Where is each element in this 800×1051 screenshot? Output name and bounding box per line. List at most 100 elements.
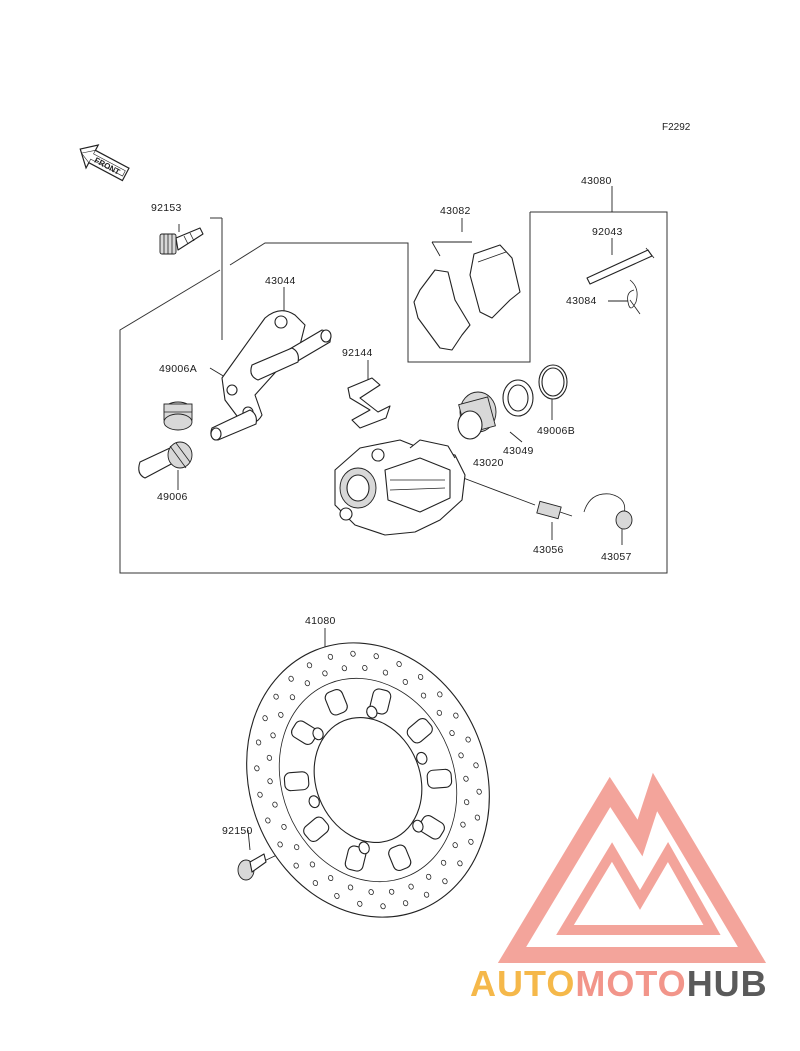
disc-drill-hole bbox=[468, 838, 474, 845]
disc-drill-hole bbox=[473, 762, 479, 769]
disc-drill-hole bbox=[327, 653, 334, 660]
disc-drill-hole bbox=[458, 752, 464, 759]
disc-drill-hole bbox=[254, 765, 260, 772]
bolt-92153 bbox=[159, 227, 204, 255]
disc-drill-hole bbox=[289, 694, 296, 701]
disc-drill-hole bbox=[322, 670, 328, 677]
disc-drill-hole bbox=[347, 884, 354, 891]
label-43082: 43082 bbox=[440, 205, 471, 217]
watermark-auto: AUTO bbox=[470, 963, 575, 1004]
disc-drill-hole bbox=[272, 801, 278, 808]
disc-drill-hole bbox=[380, 903, 386, 910]
disc-bolt-hole bbox=[312, 727, 324, 741]
disc-drill-hole bbox=[255, 739, 262, 746]
bolt-92150 bbox=[237, 853, 267, 881]
disc-cutout bbox=[418, 815, 445, 840]
disc-cutout bbox=[303, 816, 330, 842]
disc-bolt-hole bbox=[416, 751, 428, 765]
disc-drill-hole bbox=[417, 674, 424, 680]
label-43057: 43057 bbox=[601, 551, 632, 563]
disc-cutout bbox=[426, 768, 453, 789]
pin-92043 bbox=[586, 247, 655, 285]
clip-43084 bbox=[627, 279, 641, 315]
label-43080: 43080 bbox=[581, 175, 612, 187]
disc-drill-hole bbox=[273, 693, 279, 700]
label-92150: 92150 bbox=[222, 825, 253, 837]
disc-drill-hole bbox=[442, 878, 448, 885]
label-43020: 43020 bbox=[473, 457, 504, 469]
label-49006: 49006 bbox=[157, 491, 188, 503]
disc-drill-hole bbox=[465, 736, 471, 743]
disc-drill-hole bbox=[334, 893, 340, 899]
cap-43057 bbox=[583, 493, 633, 530]
label-92043: 92043 bbox=[592, 226, 623, 238]
disc-drill-hole bbox=[265, 817, 271, 824]
disc-drill-hole bbox=[402, 900, 409, 907]
disc-holes bbox=[254, 650, 482, 910]
disc-drill-hole bbox=[309, 861, 316, 868]
watermark-wordmark: AUTOMOTOHUB bbox=[470, 963, 768, 1004]
label-41080: 41080 bbox=[305, 615, 336, 627]
disc-drill-hole bbox=[408, 883, 414, 890]
disc-drill-hole bbox=[437, 691, 443, 698]
label-43084: 43084 bbox=[566, 295, 597, 307]
disc-drill-hole bbox=[402, 678, 408, 685]
disc-drill-hole bbox=[460, 821, 466, 828]
seal-ring bbox=[502, 379, 534, 417]
label-43056: 43056 bbox=[533, 544, 564, 556]
disc-drill-hole bbox=[281, 823, 287, 830]
bracket-43044 bbox=[210, 310, 332, 441]
disc-drill-hole bbox=[457, 860, 463, 867]
disc-drill-hole bbox=[288, 675, 294, 682]
boot-49006A bbox=[163, 401, 193, 431]
disc-cutout bbox=[291, 720, 318, 745]
disc-drill-hole bbox=[452, 842, 458, 849]
label-49006A: 49006A bbox=[159, 363, 197, 375]
disc-bolt-hole bbox=[308, 795, 320, 809]
disc-slots bbox=[283, 688, 453, 872]
label-92144: 92144 bbox=[342, 347, 373, 359]
disc-drill-hole bbox=[463, 775, 469, 782]
disc-drill-hole bbox=[306, 662, 313, 669]
disc-drill-hole bbox=[373, 653, 379, 660]
label-49006B: 49006B bbox=[537, 425, 575, 437]
bleeder-43056 bbox=[536, 500, 573, 520]
brake-pads-43082 bbox=[413, 244, 521, 351]
label-43049: 43049 bbox=[503, 445, 534, 457]
watermark-logo-mark bbox=[497, 772, 767, 963]
disc-bolt-hole bbox=[412, 819, 424, 833]
disc-drill-hole bbox=[440, 859, 447, 866]
disc-drill-hole bbox=[396, 661, 402, 667]
boot-49006 bbox=[138, 441, 193, 479]
disc-drill-hole bbox=[278, 711, 284, 718]
disc-drill-hole bbox=[357, 900, 363, 907]
disc-drill-hole bbox=[293, 844, 300, 851]
disc-drill-hole bbox=[425, 873, 432, 880]
disc-drill-hole bbox=[476, 788, 482, 795]
disc-drill-hole bbox=[474, 814, 481, 821]
watermark-moto: MOTO bbox=[575, 963, 686, 1004]
disc-drill-hole bbox=[312, 880, 319, 886]
disc-bolt-hole bbox=[358, 841, 370, 855]
disc-drill-hole bbox=[362, 665, 368, 671]
disc-bolt-hole bbox=[366, 705, 378, 719]
disc-drill-hole bbox=[382, 669, 389, 676]
disc-drill-hole bbox=[257, 791, 263, 798]
disc-drill-hole bbox=[350, 650, 356, 657]
disc-drill-hole bbox=[453, 712, 459, 719]
disc-drill-hole bbox=[423, 891, 430, 898]
disc-drill-hole bbox=[388, 888, 395, 895]
disc-drill-hole bbox=[266, 754, 273, 761]
disc-drill-hole bbox=[304, 680, 311, 687]
label-43044: 43044 bbox=[265, 275, 296, 287]
front-arrow: FRONT bbox=[79, 144, 130, 182]
brake-disc-41080 bbox=[246, 642, 490, 918]
disc-bolt-holes bbox=[308, 705, 428, 855]
disc-drill-hole bbox=[436, 709, 443, 716]
disc-drill-hole bbox=[463, 799, 470, 806]
watermark-hub: HUB bbox=[687, 963, 768, 1004]
figure-code: F2292 bbox=[662, 122, 691, 133]
disc-drill-hole bbox=[328, 875, 334, 882]
piston-43049 bbox=[457, 391, 497, 440]
